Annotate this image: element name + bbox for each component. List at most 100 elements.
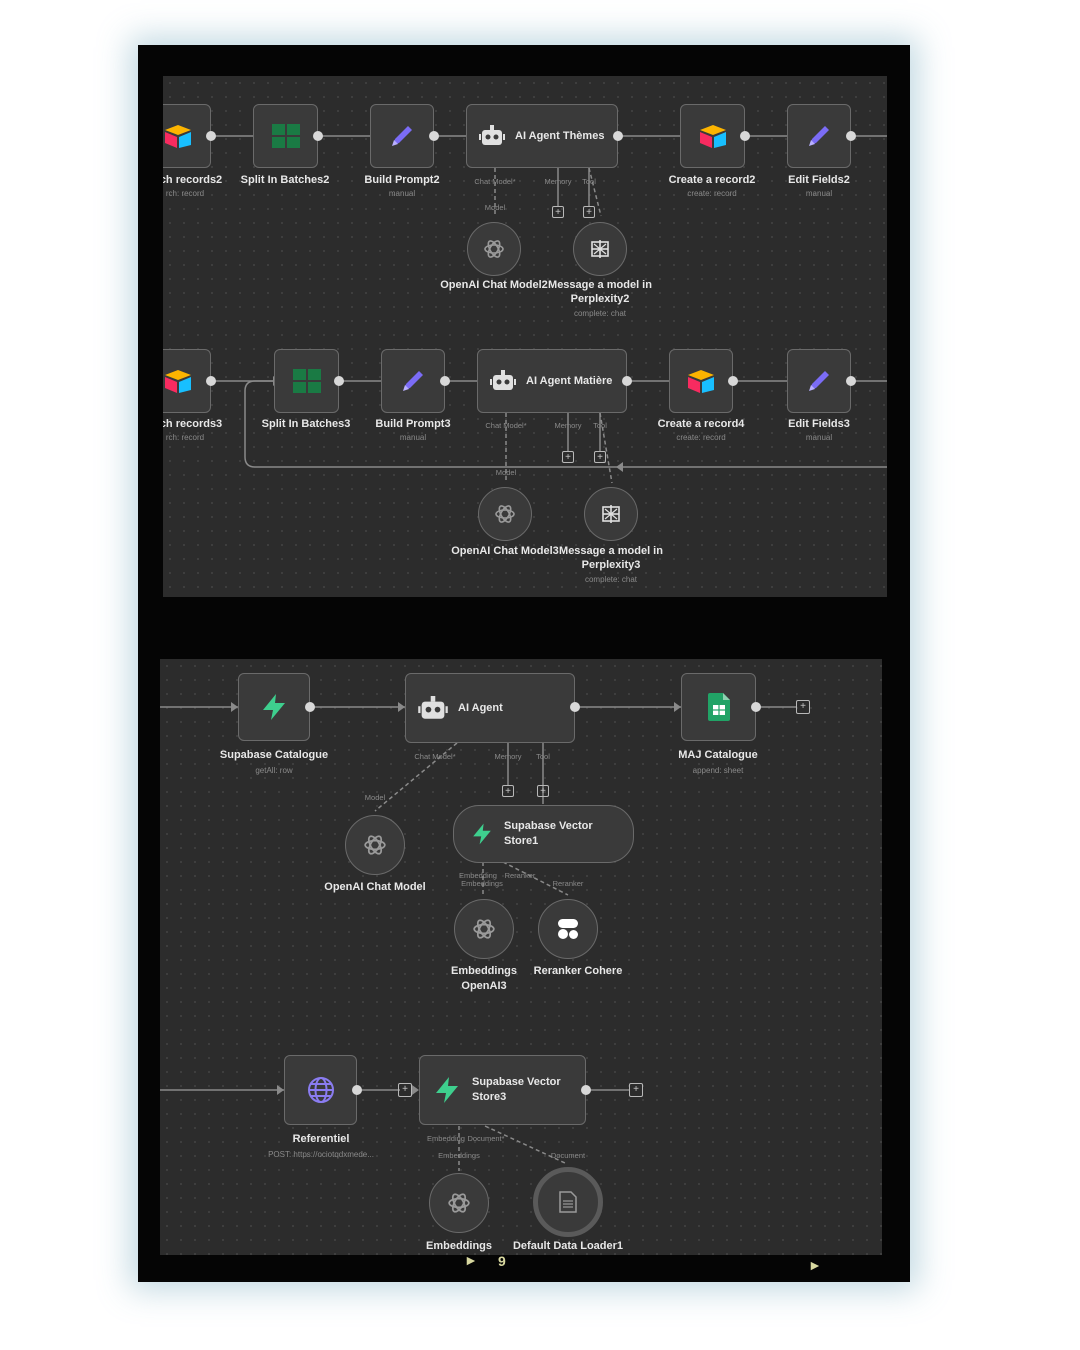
output-dot[interactable]	[313, 131, 323, 141]
add-tool-button[interactable]: +	[594, 451, 606, 463]
supabase-vector-store1-node[interactable]: Supabase Vector Store1	[453, 805, 634, 863]
search-records2-subtitle: rch: record	[165, 189, 205, 198]
output-dot[interactable]	[740, 131, 750, 141]
port-embedding: Embedding	[427, 1134, 465, 1143]
robot-icon	[418, 695, 448, 719]
perplexity3-label-line2: Perplexity3	[581, 559, 641, 571]
workflow-canvas-bottom[interactable]: Supabase Catalogue getAll: row AI Agent …	[160, 659, 882, 1255]
play-arrow-icon: ►	[464, 1252, 478, 1268]
maj-catalogue-node[interactable]	[681, 673, 756, 741]
default-data-loader1-node[interactable]	[533, 1167, 603, 1237]
add-memory-button[interactable]: +	[562, 451, 574, 463]
create-a-record2-node[interactable]	[680, 104, 745, 168]
output-dot[interactable]	[846, 131, 856, 141]
split-in-batches3-label: Split In Batches3	[261, 418, 351, 430]
output-dot[interactable]	[622, 376, 632, 386]
create-a-record4-node[interactable]	[669, 349, 733, 413]
output-dot[interactable]	[352, 1085, 362, 1095]
supabase-catalogue-label: Supabase Catalogue	[219, 749, 329, 761]
perplexity3-label-line1: Message a model in	[559, 545, 663, 557]
page-number: 9	[498, 1253, 506, 1269]
openai-chat-model-node[interactable]	[345, 815, 405, 875]
ai-agent-label: AI Agent	[458, 701, 503, 714]
add-next-node-button[interactable]: +	[796, 700, 810, 714]
supabase-vector-store3-node[interactable]: Supabase Vector Store3	[419, 1055, 586, 1125]
pencil-icon	[809, 371, 829, 391]
embeddings-openai3-node[interactable]	[454, 899, 514, 959]
port-chat-model: Chat Model*	[414, 752, 456, 761]
port-model: Model	[364, 793, 386, 802]
vector-store1-label-line2: Store1	[504, 835, 539, 847]
port-chat-model: Chat Model*	[474, 177, 516, 186]
openai-chat-model3-node[interactable]	[478, 487, 532, 541]
workflow-canvas-top[interactable]: ch records2 rch: record Split In Batches…	[163, 76, 887, 597]
pencil-icon	[392, 126, 412, 146]
output-dot[interactable]	[429, 131, 439, 141]
referentiel-node[interactable]	[284, 1055, 357, 1125]
add-memory-button[interactable]: +	[552, 206, 564, 218]
edit-fields3-node[interactable]	[787, 349, 851, 413]
port-memory: Memory	[494, 752, 522, 761]
add-tool-button[interactable]: +	[537, 785, 549, 797]
split-in-batches3-node[interactable]	[274, 349, 339, 413]
vector-store3-label-line2: Store3	[472, 1091, 507, 1103]
edit-fields3-subtitle: manual	[805, 433, 833, 442]
maj-catalogue-label: MAJ Catalogue	[678, 749, 758, 761]
build-prompt2-node[interactable]	[370, 104, 434, 168]
port-embeddings: Embeddings	[438, 1151, 480, 1160]
reranker-cohere-label: Reranker Cohere	[533, 965, 623, 977]
embeddings-label: Embeddings	[425, 1240, 493, 1252]
search-records3-node[interactable]	[163, 349, 211, 413]
output-dot[interactable]	[581, 1085, 591, 1095]
airtable-icon	[688, 370, 714, 393]
openai-chat-model2-node[interactable]	[467, 222, 521, 276]
port-reranker-target: Reranker	[552, 879, 584, 888]
embeddings-node[interactable]	[429, 1173, 489, 1233]
output-dot[interactable]	[206, 131, 216, 141]
output-dot[interactable]	[305, 702, 315, 712]
port-document-target: Document	[550, 1151, 586, 1160]
ai-agent-themes-node[interactable]: AI Agent Thèmes	[466, 104, 618, 168]
robot-icon	[479, 125, 505, 145]
output-dot[interactable]	[728, 376, 738, 386]
ai-agent-matiere-node[interactable]: AI Agent Matière	[477, 349, 627, 413]
edit-fields2-subtitle: manual	[805, 189, 833, 198]
port-memory: Memory	[544, 177, 572, 186]
google-sheets-icon	[707, 693, 730, 721]
add-next-node-button[interactable]: +	[629, 1083, 643, 1097]
next-arrow-icon: ►	[808, 1257, 822, 1273]
build-prompt3-subtitle: manual	[399, 433, 427, 442]
ai-agent-matiere-label: AI Agent Matière	[526, 374, 613, 387]
output-dot[interactable]	[846, 376, 856, 386]
supabase-catalogue-node[interactable]	[238, 673, 310, 741]
reranker-cohere-node[interactable]	[538, 899, 598, 959]
output-dot[interactable]	[440, 376, 450, 386]
supabase-bolt-icon	[473, 823, 491, 845]
port-embedding: Embedding	[459, 871, 497, 880]
output-dot[interactable]	[570, 702, 580, 712]
output-dot[interactable]	[206, 376, 216, 386]
perplexity-icon	[591, 240, 609, 258]
add-memory-button[interactable]: +	[502, 785, 514, 797]
output-dot[interactable]	[613, 131, 623, 141]
perplexity2-node[interactable]	[573, 222, 627, 276]
supabase-catalogue-subtitle: getAll: row	[255, 766, 293, 775]
edit-fields2-label: Edit Fields2	[788, 174, 850, 186]
add-tool-button[interactable]: +	[583, 206, 595, 218]
perplexity2-label-line1: Message a model in	[548, 279, 652, 291]
output-dot[interactable]	[334, 376, 344, 386]
search-records2-node[interactable]	[163, 104, 211, 168]
openai-icon	[448, 1193, 470, 1213]
perplexity2-label-line2: Perplexity2	[570, 293, 630, 305]
perplexity3-node[interactable]	[584, 487, 638, 541]
split-in-batches2-node[interactable]	[253, 104, 318, 168]
build-prompt3-node[interactable]	[381, 349, 445, 413]
edit-fields2-node[interactable]	[787, 104, 851, 168]
openai-icon	[484, 240, 504, 258]
output-dot[interactable]	[751, 702, 761, 712]
build-prompt2-subtitle: manual	[388, 189, 416, 198]
port-memory: Memory	[554, 421, 582, 430]
ai-agent-node[interactable]: AI Agent	[405, 673, 575, 743]
add-connection-button[interactable]: +	[398, 1083, 412, 1097]
openai-icon	[473, 919, 495, 939]
